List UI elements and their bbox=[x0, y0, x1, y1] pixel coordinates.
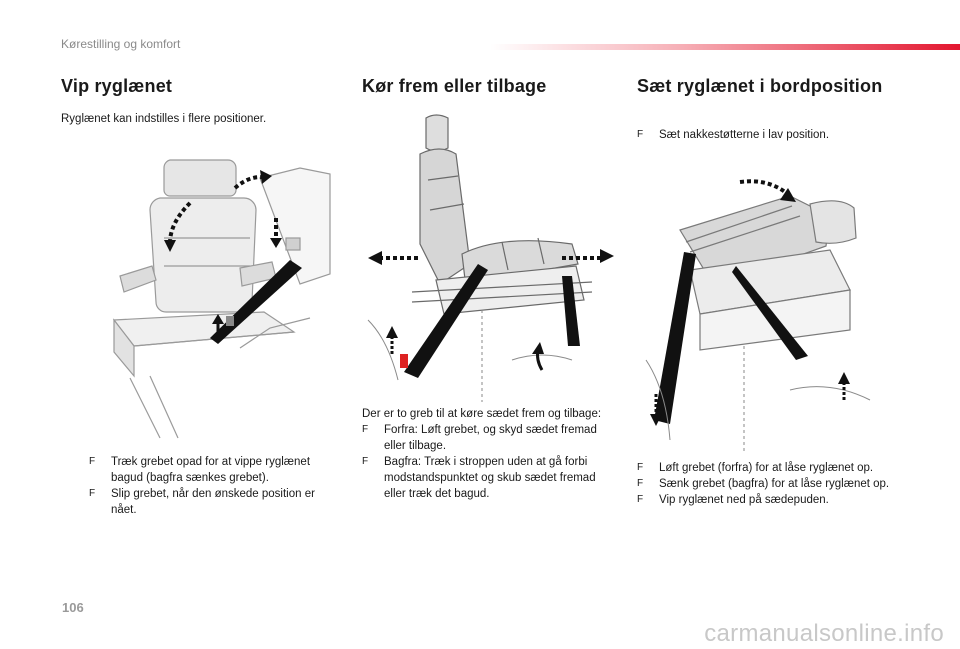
bullet-mark: F bbox=[89, 488, 96, 499]
bullet-text: Bagfra: Træk i stroppen uden at gå forbi… bbox=[384, 456, 596, 500]
table-position-illustration bbox=[645, 179, 871, 452]
bullet-mark: F bbox=[637, 494, 644, 505]
slide-intro: Der er to greb til at køre sædet frem og… bbox=[362, 408, 602, 420]
bullet-text: Sæt nakkestøtterne i lav position. bbox=[659, 129, 830, 141]
header-accent-bar bbox=[490, 44, 960, 50]
intro-recline: Ryglænet kan indstilles i flere position… bbox=[61, 113, 267, 125]
heading-recline-backrest: Vip ryglænet bbox=[61, 76, 173, 96]
bullet-mark: F bbox=[637, 129, 644, 140]
bullet-mark: F bbox=[637, 462, 644, 473]
section-title: Kørestilling og komfort bbox=[61, 37, 181, 51]
list-item: F Forfra: Løft grebet, og skyd sædet frem… bbox=[362, 422, 617, 454]
heading-slide-seat: Kør frem eller tilbage bbox=[362, 76, 547, 96]
slide-seat-illustration bbox=[367, 114, 614, 402]
list-item: F Sænk grebet (bagfra) for at låse ryglæn… bbox=[637, 476, 897, 492]
heading-table-position: Sæt ryglænet i bordposition bbox=[637, 76, 883, 96]
slide-instructions: Der er to greb til at køre sædet frem og… bbox=[362, 406, 617, 502]
list-item: F Løft grebet (forfra) for at låse ryglæn… bbox=[637, 460, 897, 476]
recline-instructions: F Træk grebet opad for at vippe ryglænet … bbox=[89, 454, 339, 518]
bullet-text: Løft grebet (forfra) for at låse ryglæne… bbox=[659, 462, 874, 474]
bullet-mark: F bbox=[362, 424, 369, 435]
table-instructions: F Løft grebet (forfra) for at låse ryglæn… bbox=[637, 460, 897, 508]
recline-seat-illustration bbox=[112, 159, 331, 439]
bullet-mark: F bbox=[637, 478, 644, 489]
bullet-text: Slip grebet, når den ønskede position er… bbox=[111, 488, 315, 516]
bullet-text: Træk grebet opad for at vippe ryglænet b… bbox=[111, 456, 311, 484]
list-item: F Sæt nakkestøtterne i lav position. bbox=[637, 127, 897, 143]
list-item: F Træk grebet opad for at vippe ryglænet … bbox=[89, 454, 339, 486]
bullet-mark: F bbox=[89, 456, 96, 467]
list-item: F Vip ryglænet ned på sædepuden. bbox=[637, 492, 897, 508]
watermark: carmanualsonline.info bbox=[704, 620, 944, 647]
bullet-mark: F bbox=[362, 456, 369, 467]
page-number: 106 bbox=[62, 600, 84, 615]
table-top-instructions: F Sæt nakkestøtterne i lav position. bbox=[637, 127, 897, 143]
bullet-text: Sænk grebet (bagfra) for at låse ryglæne… bbox=[659, 478, 890, 490]
list-item: F Bagfra: Træk i stroppen uden at gå forb… bbox=[362, 454, 617, 502]
bullet-text: Forfra: Løft grebet, og skyd sædet frema… bbox=[384, 424, 597, 452]
bullet-text: Vip ryglænet ned på sædepuden. bbox=[659, 494, 829, 506]
list-item: F Slip grebet, når den ønskede position e… bbox=[89, 486, 339, 518]
